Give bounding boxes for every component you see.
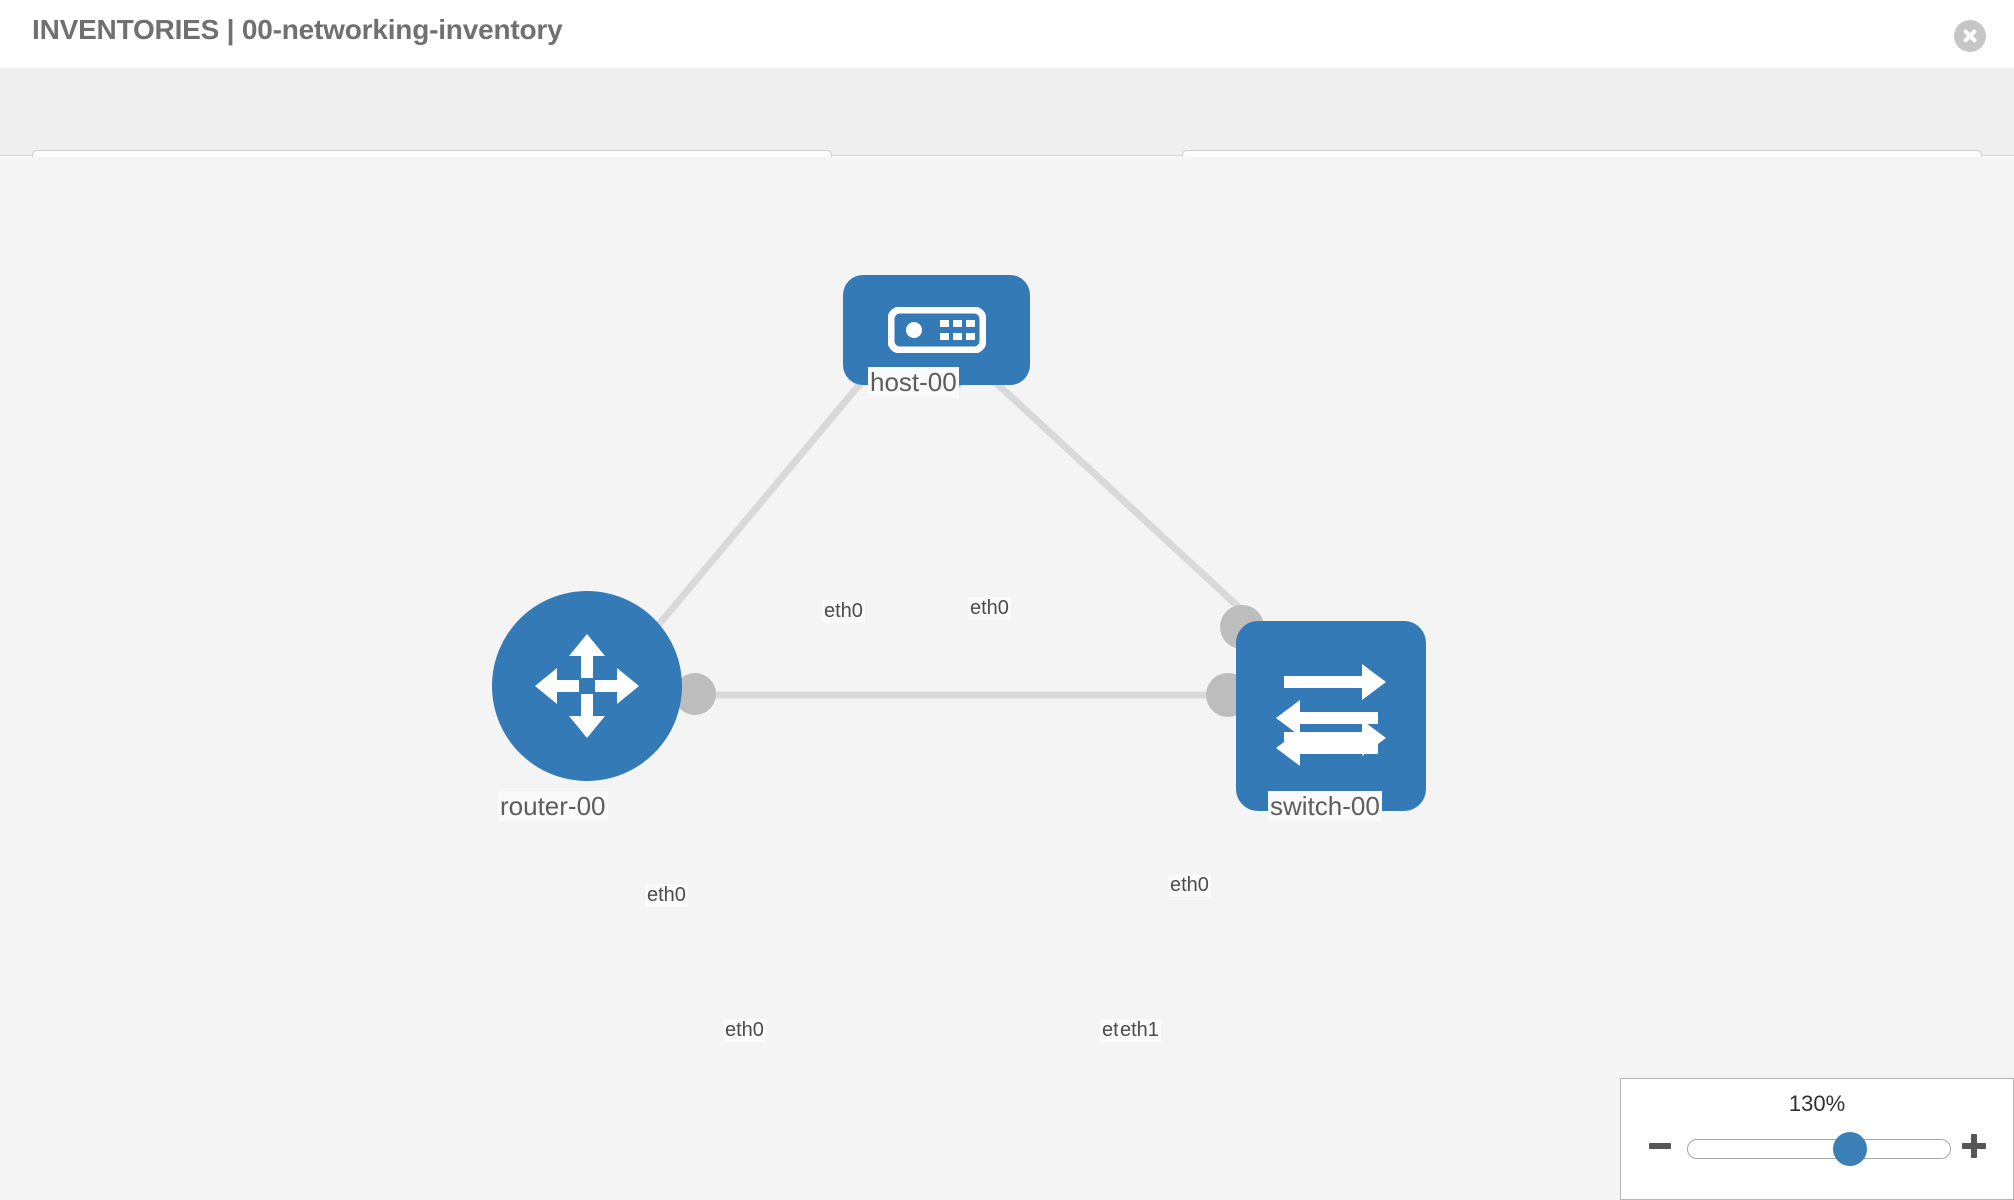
- node-switch-00[interactable]: switch-00: [1206, 591, 1466, 871]
- node-host-00-shape[interactable]: [843, 275, 1030, 385]
- close-icon[interactable]: [1954, 20, 1986, 52]
- zoom-in-button[interactable]: [1959, 1131, 1989, 1161]
- topology-canvas[interactable]: host-00 router-00: [0, 157, 2014, 1200]
- zoom-slider-thumb[interactable]: [1833, 1132, 1868, 1166]
- node-router-00-label: router-00: [498, 791, 608, 822]
- iface-label-router00-up: eth0: [645, 884, 688, 907]
- toolbar: ACTIONS SEARCH: [0, 68, 2014, 204]
- node-switch-00-shape[interactable]: [1236, 621, 1426, 811]
- node-router-00-shape[interactable]: [492, 591, 682, 781]
- node-router-00[interactable]: router-00: [492, 591, 752, 871]
- iface-label-host00-right: eth0: [968, 597, 1011, 620]
- link-host00-switch00: [949, 339, 1261, 628]
- node-host-00[interactable]: host-00: [823, 275, 1030, 515]
- iface-label-switch00-left-b: eth1: [1118, 1019, 1161, 1042]
- page-title: INVENTORIES | 00-networking-inventory: [32, 14, 563, 45]
- node-switch-00-label: switch-00: [1268, 791, 1382, 822]
- iface-label-switch00-up: eth0: [1168, 874, 1211, 897]
- zoom-out-button[interactable]: [1645, 1131, 1675, 1161]
- topology-graph: host-00 router-00: [0, 157, 2014, 1200]
- node-host-00-label: host-00: [868, 367, 959, 398]
- switch-arrows-icon: [1276, 664, 1386, 766]
- zoom-level-label: 130%: [1788, 1091, 1846, 1116]
- iface-label-host00-left: eth0: [822, 600, 865, 623]
- router-arrows-icon: [535, 634, 639, 738]
- page-header: INVENTORIES | 00-networking-inventory: [0, 0, 2014, 68]
- server-icon: [887, 307, 986, 353]
- iface-label-router00-right: eth0: [723, 1019, 766, 1042]
- zoom-slider[interactable]: [1687, 1132, 1951, 1166]
- zoom-control-panel: 130%: [1620, 1078, 2014, 1200]
